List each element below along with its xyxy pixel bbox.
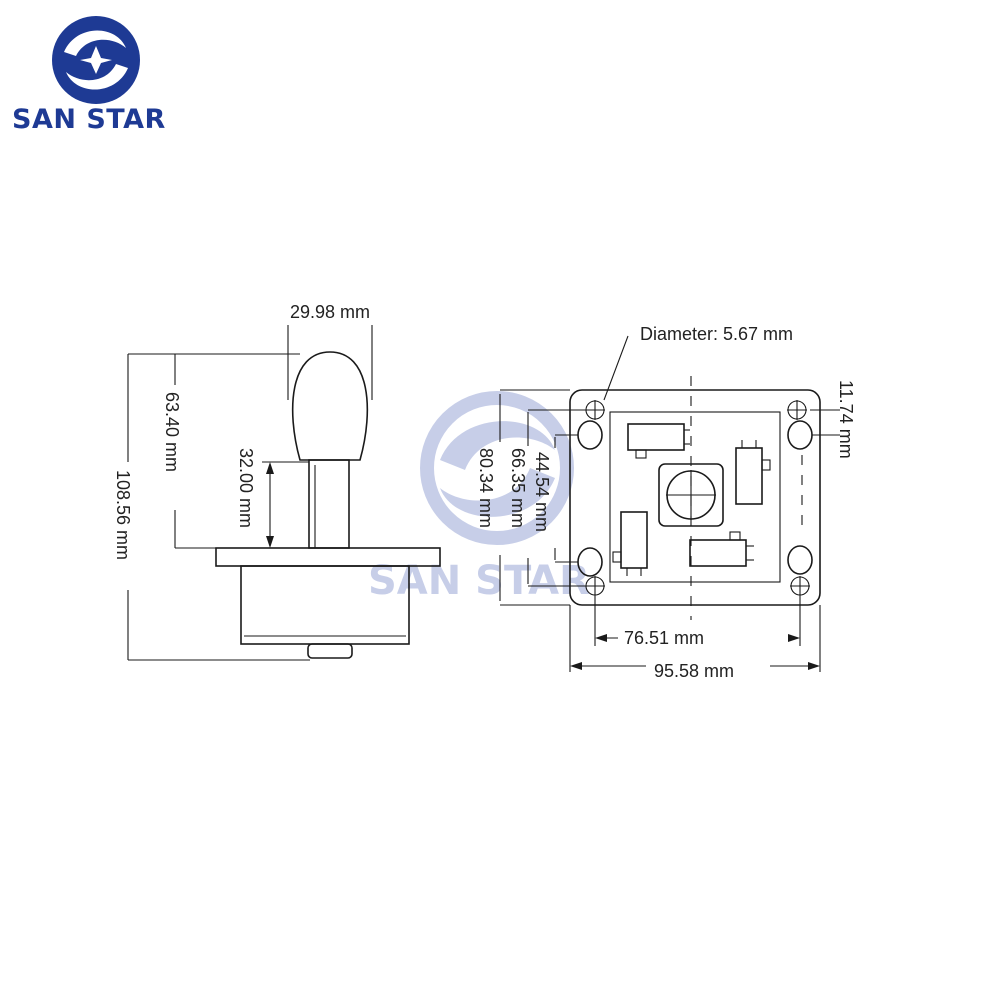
stick-height-label: 63.40 mm — [162, 392, 182, 472]
slot-bottom-right — [787, 545, 813, 575]
hole-diameter-label: Diameter: 5.67 mm — [640, 324, 793, 344]
slot-top-right — [787, 420, 813, 450]
micro-switch-bottom — [689, 531, 754, 567]
ball-top-knob — [291, 351, 369, 461]
mounting-hole-top-right — [787, 400, 807, 420]
base-plate — [569, 389, 821, 606]
micro-switch-left — [612, 511, 648, 576]
watermark: SAN STAR — [368, 391, 590, 604]
brand-name: SAN STAR — [12, 104, 166, 135]
hole-spacing-label: 76.51 mm — [624, 628, 704, 648]
bottom-nub — [307, 643, 353, 659]
side-view: 29.98 mm 108.56 mm 63.40 mm 32.00 mm — [113, 302, 441, 661]
mounting-hole-bottom-right — [790, 576, 810, 596]
hole-offset-label: 11.74 mm — [836, 380, 856, 459]
mounting-hole-bottom-left — [585, 576, 605, 596]
micro-switch-top — [627, 423, 690, 459]
plate-width-label: 95.58 mm — [654, 661, 734, 681]
total-height-label: 108.56 mm — [113, 470, 133, 560]
knob-width-label: 29.98 mm — [290, 302, 370, 322]
inner-height-label: 44.54 mm — [532, 452, 552, 532]
mounting-hole-top-left — [585, 400, 605, 420]
inner-frame — [609, 411, 781, 583]
shaft-height-label: 32.00 mm — [236, 448, 256, 528]
slot-top-left — [577, 420, 603, 450]
top-view: Diameter: 5.67 mm 11.74 mm 80.34 mm 66.3… — [476, 324, 856, 681]
watermark-text: SAN STAR — [368, 558, 590, 604]
mid-height-label: 66.35 mm — [508, 448, 528, 528]
micro-switch-right — [735, 440, 771, 505]
outer-height-label: 80.34 mm — [476, 448, 496, 528]
san-star-logo-icon — [52, 16, 140, 104]
